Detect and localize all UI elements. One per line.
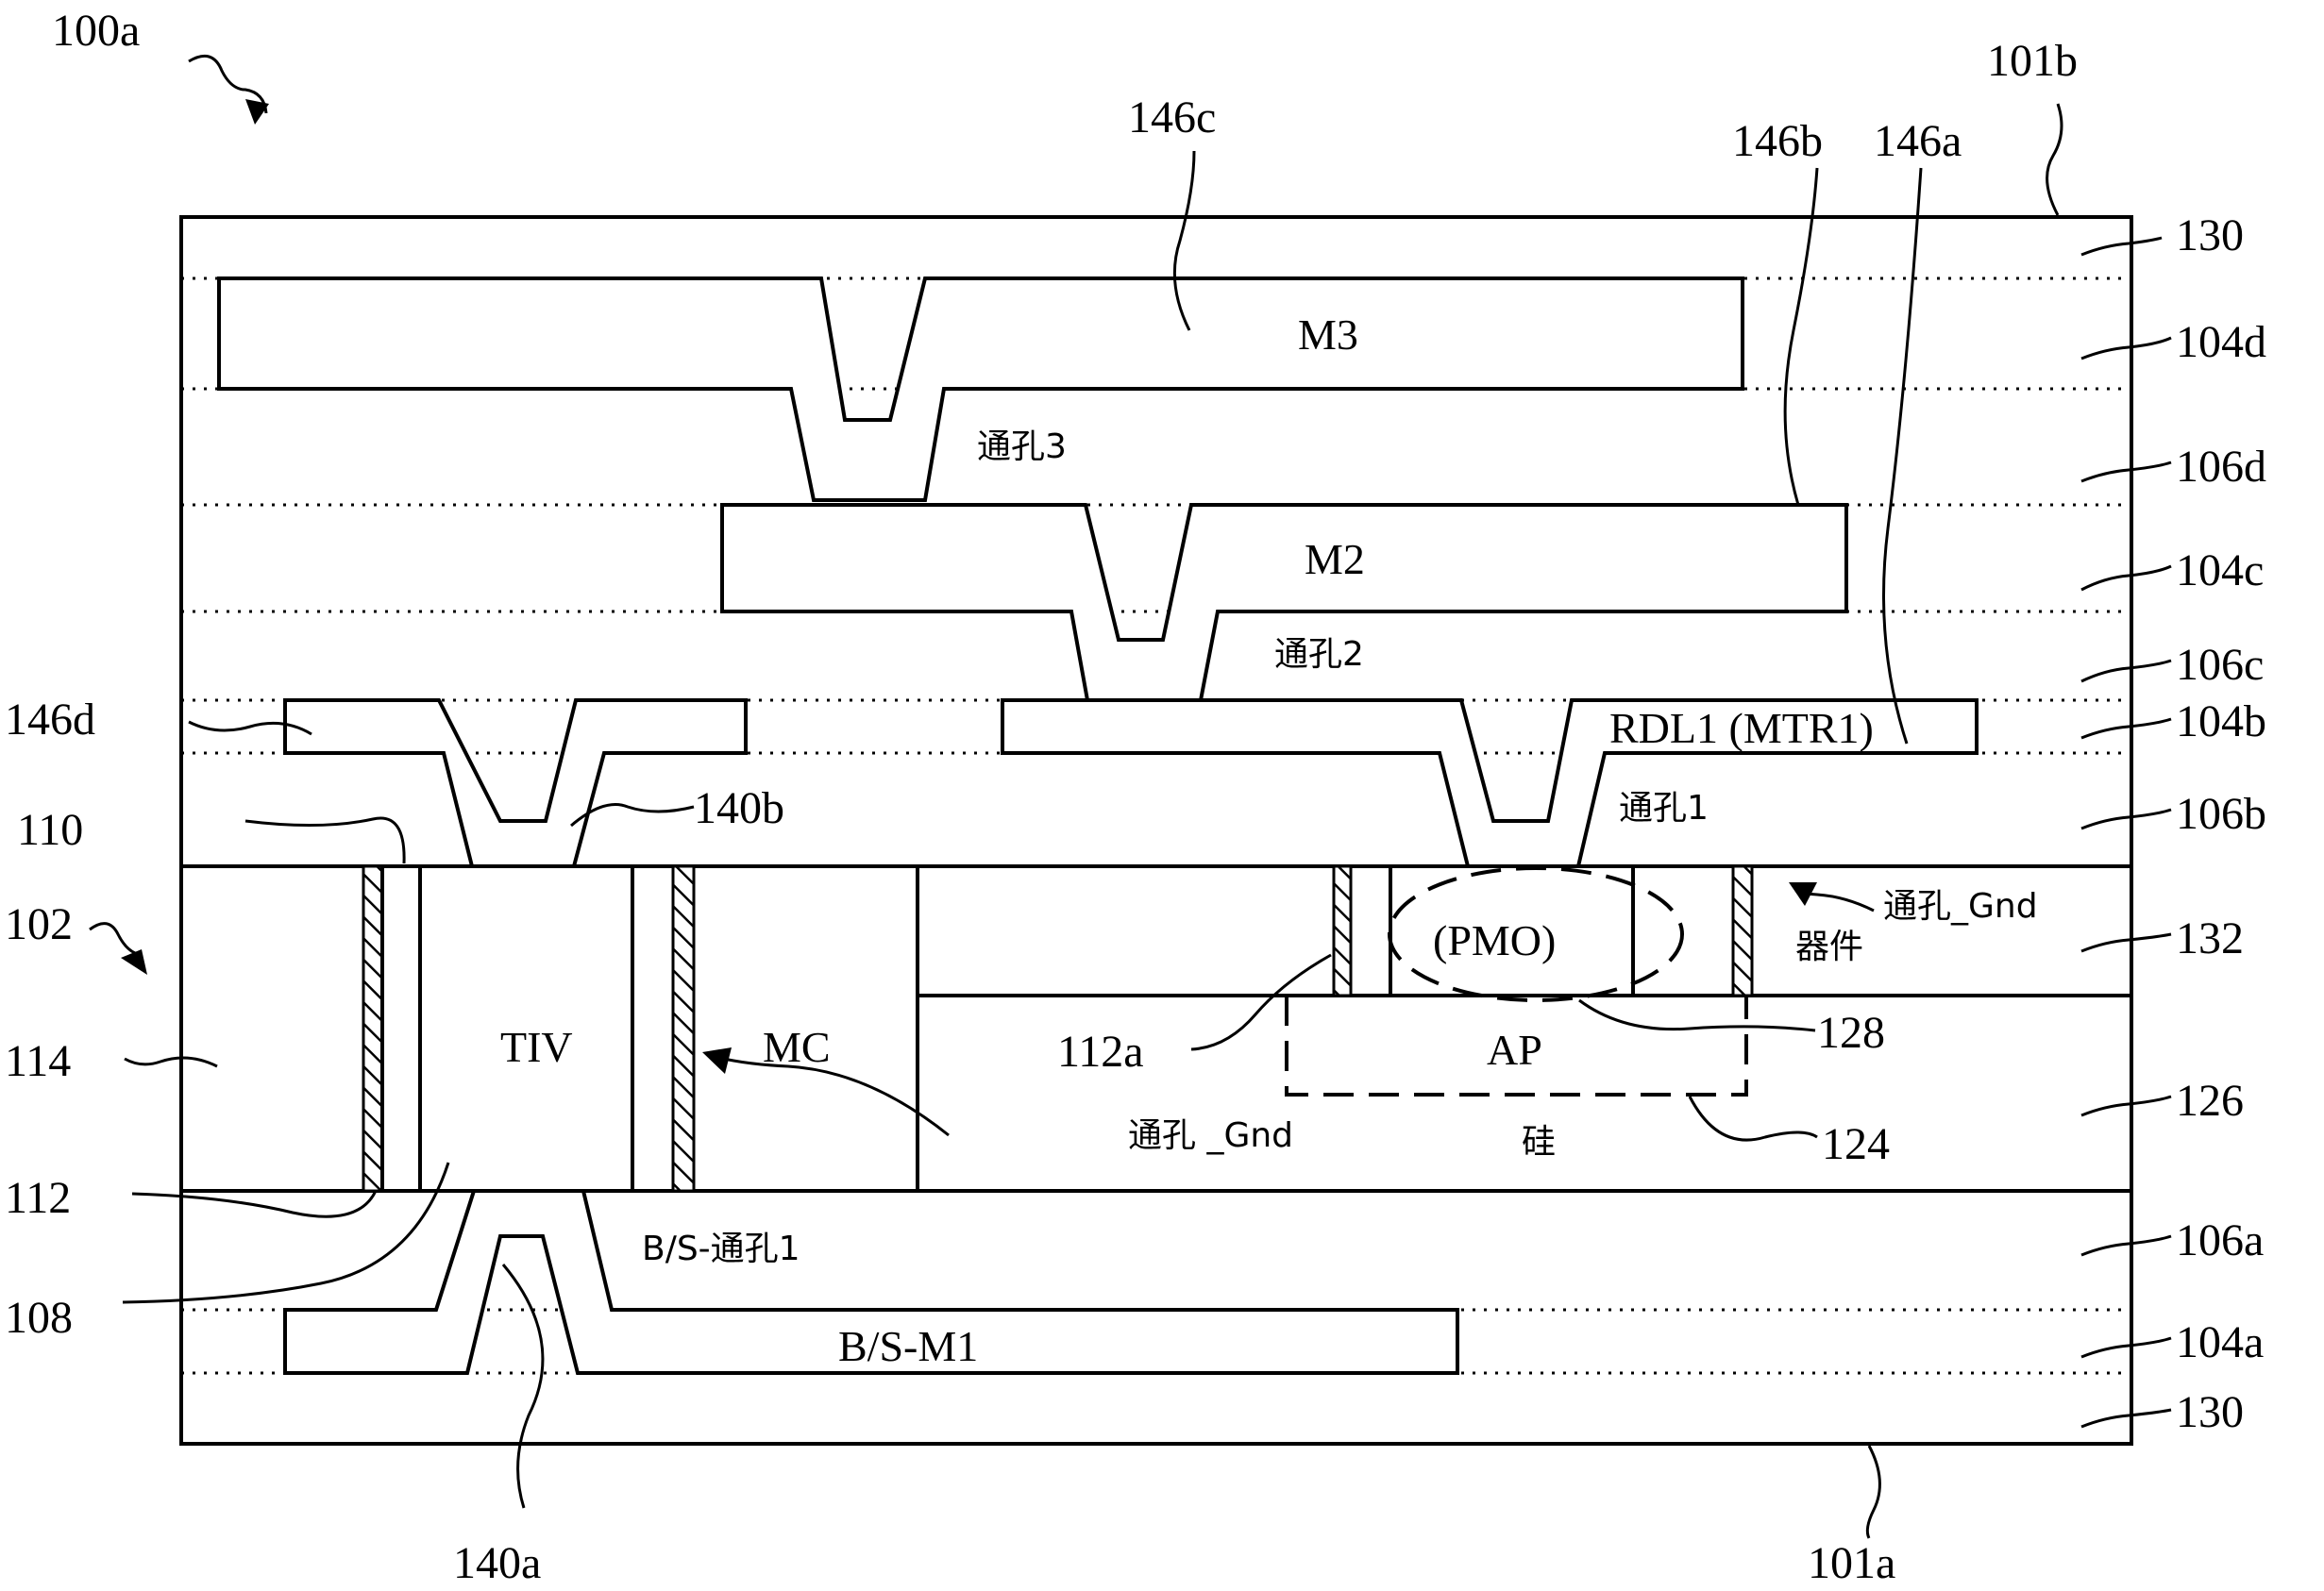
- leader-104a: [2080, 1336, 2172, 1359]
- label-mc: MC: [763, 1023, 831, 1071]
- label-132: 132: [2176, 913, 2244, 963]
- label-via-gnd-top: 通孔_Gnd: [1883, 887, 2038, 926]
- mc-arrowhead: [702, 1047, 732, 1074]
- label-pmo: (PMO): [1433, 916, 1556, 964]
- label-ap: AP: [1487, 1026, 1542, 1074]
- label-146c: 146c: [1128, 92, 1216, 142]
- label-146a: 146a: [1874, 116, 1962, 166]
- leader-104b: [2080, 717, 2172, 740]
- label-device: 器件: [1795, 928, 1863, 966]
- leader-106d: [2080, 461, 2172, 483]
- leader-140b: [570, 803, 695, 828]
- ap-region-dashed: [1285, 996, 1748, 1097]
- leader-130-top: [2080, 236, 2163, 257]
- leader-100a-squiggle: [188, 54, 268, 114]
- label-106b: 106b: [2176, 789, 2266, 839]
- leader-128: [1578, 998, 1816, 1032]
- label-146b: 146b: [1732, 116, 1823, 166]
- leader-106a: [2080, 1234, 2172, 1257]
- label-102: 102: [5, 899, 73, 949]
- label-m2: M2: [1305, 535, 1365, 583]
- label-130-top: 130: [2176, 210, 2244, 260]
- leader-104d: [2080, 336, 2172, 360]
- leader-112a: [1190, 953, 1332, 1051]
- leader-146d: [188, 720, 312, 736]
- leader-132: [2080, 932, 2172, 953]
- label-via3: 通孔3: [977, 427, 1067, 466]
- label-108: 108: [5, 1293, 73, 1343]
- label-m3: M3: [1298, 310, 1358, 359]
- arrowhead-102: [121, 949, 147, 975]
- leader-146a: [1882, 167, 1923, 745]
- label-101a: 101a: [1808, 1538, 1895, 1588]
- label-101b: 101b: [1987, 36, 2078, 86]
- leader-146c: [1172, 150, 1196, 331]
- label-104d: 104d: [2176, 317, 2266, 367]
- arrowhead-100a: [245, 99, 269, 125]
- pmo-region-ellipse: [1388, 866, 1684, 1002]
- label-106d: 106d: [2176, 442, 2266, 492]
- label-112: 112: [5, 1173, 71, 1223]
- leader-140a: [501, 1264, 545, 1509]
- label-140a: 140a: [453, 1538, 541, 1588]
- package-frame: [179, 215, 2133, 1446]
- label-bsm1: B/S-M1: [838, 1322, 978, 1370]
- via-gnd-liner-left: [1332, 864, 1353, 997]
- rdl1-metal-with-via1: [1001, 698, 1979, 868]
- label-106a: 106a: [2176, 1215, 2264, 1265]
- label-114: 114: [5, 1036, 71, 1086]
- label-126: 126: [2176, 1076, 2244, 1126]
- label-112a: 112a: [1057, 1027, 1144, 1077]
- label-104c: 104c: [2176, 545, 2264, 595]
- metal-146d-with-via-140b: [283, 698, 748, 868]
- label-128: 128: [1817, 1008, 1885, 1058]
- m2-metal-with-via2: [720, 503, 1848, 702]
- label-via2: 通孔2: [1274, 635, 1364, 674]
- label-100a: 100a: [52, 6, 140, 56]
- label-via1: 通孔1: [1619, 789, 1709, 828]
- leader-146b: [1783, 167, 1819, 506]
- leader-130-bottom: [2080, 1408, 2172, 1429]
- leader-101a: [1865, 1445, 1881, 1539]
- leader-112: [131, 1190, 378, 1218]
- leader-102-squiggle: [89, 922, 143, 957]
- via-gnd-arrowhead: [1789, 882, 1817, 906]
- leader-126: [2080, 1095, 2172, 1117]
- leader-101b: [2046, 103, 2063, 216]
- label-rdl1: RDL1 (MTR1): [1609, 704, 1874, 752]
- leader-106c: [2080, 659, 2172, 683]
- label-124: 124: [1822, 1119, 1890, 1169]
- label-106c: 106c: [2176, 640, 2264, 690]
- leader-124: [1688, 1096, 1818, 1142]
- label-146d: 146d: [5, 695, 95, 745]
- label-silicon: 硅: [1522, 1123, 1556, 1162]
- leader-110: [244, 816, 406, 864]
- label-130-bottom: 130: [2176, 1387, 2244, 1437]
- leader-mc-arrow: [715, 1055, 950, 1137]
- leader-106b: [2080, 808, 2172, 830]
- tiv-liner-right: [671, 864, 696, 1193]
- label-110: 110: [17, 805, 83, 855]
- m3-metal-with-via3: [217, 276, 1744, 502]
- label-104a: 104a: [2176, 1317, 2264, 1367]
- label-via-gnd-left: 通孔 _Gnd: [1128, 1116, 1293, 1155]
- tiv-liner-left: [362, 864, 384, 1193]
- via-gnd-liner-right: [1731, 864, 1754, 997]
- label-bs-via1: B/S-通孔1: [642, 1230, 800, 1268]
- label-tiv: TIV: [500, 1023, 573, 1071]
- leader-114: [124, 1056, 218, 1068]
- leader-104c: [2080, 564, 2172, 592]
- label-140b: 140b: [694, 783, 784, 833]
- leader-108: [122, 1162, 450, 1304]
- label-104b: 104b: [2176, 696, 2266, 746]
